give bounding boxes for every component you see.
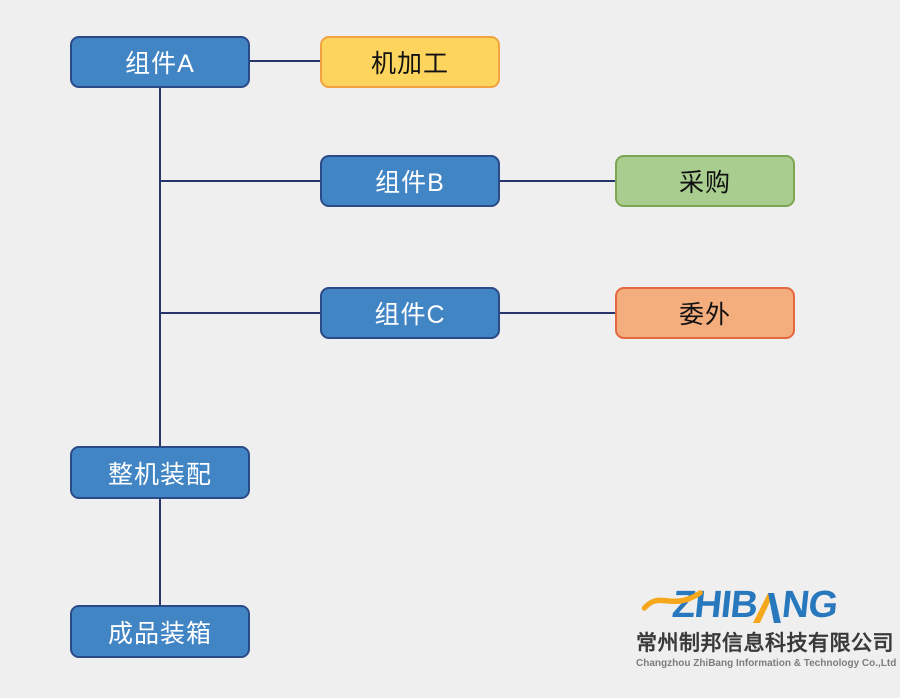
connector-componentB-purchasing — [500, 180, 615, 182]
node-label: 组件B — [375, 169, 445, 197]
node-component-c: 组件C — [320, 287, 500, 339]
connector-componentC-outsourcing — [500, 312, 615, 314]
node-label: 成品装箱 — [107, 619, 212, 648]
brand-text-left: ZHIB — [670, 584, 760, 626]
connector-trunk-vertical — [159, 88, 161, 605]
node-product-packing: 成品装箱 — [70, 605, 250, 658]
brand-letter-a — [753, 593, 782, 623]
node-label: 整机装配 — [107, 460, 212, 489]
company-logo: ZHIB NG 常州制邦信息科技有限公司 Changzhou ZhiBang I… — [634, 582, 897, 669]
node-label: 采购 — [678, 169, 731, 197]
company-name-cn: 常州制邦信息科技有限公司 — [636, 632, 894, 655]
connector-componentA-machining — [250, 60, 320, 62]
brand-text-right: NG — [779, 584, 840, 626]
node-final-assembly: 整机装配 — [70, 446, 250, 499]
node-component-a: 组件A — [70, 36, 250, 88]
connector-branch-componentB — [161, 180, 320, 182]
node-label: 机加工 — [370, 50, 449, 78]
node-machining: 机加工 — [320, 36, 500, 88]
node-outsourcing: 委外 — [615, 287, 795, 339]
company-name-en: Changzhou ZhiBang Information & Technolo… — [636, 658, 897, 669]
brand-wordmark: ZHIB NG — [634, 582, 876, 626]
connector-branch-componentC — [161, 312, 320, 314]
node-component-b: 组件B — [320, 155, 500, 207]
node-purchasing: 采购 — [615, 155, 795, 207]
node-label: 组件A — [125, 50, 195, 78]
node-label: 组件C — [374, 301, 446, 329]
node-label: 委外 — [678, 301, 731, 329]
